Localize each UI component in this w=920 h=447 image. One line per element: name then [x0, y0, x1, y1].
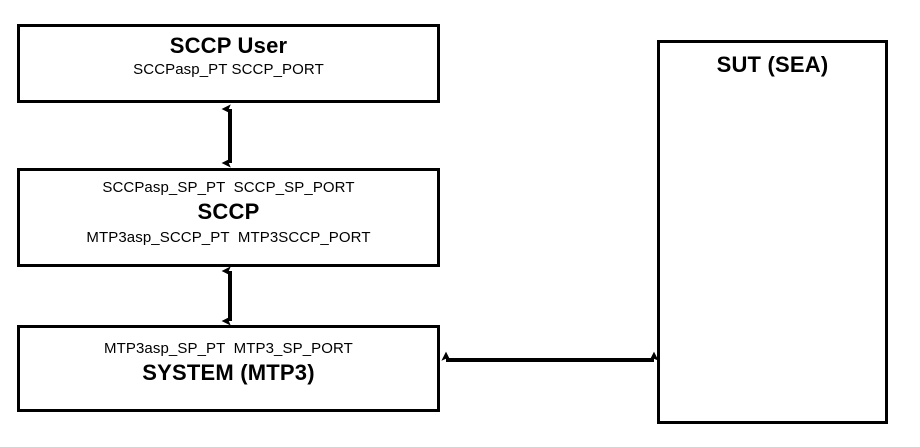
box-sccp-user-ports-label: SCCPasp_PT SCCP_PORT [133, 61, 324, 78]
box-sccp-lower-ports-label: MTP3asp_SCCP_PT MTP3SCCP_PORT [86, 229, 371, 246]
box-sccp-title: SCCP [197, 199, 260, 224]
box-system-mtp3-title: SYSTEM (MTP3) [142, 360, 315, 385]
box-sut[interactable]: SUT (SEA) [657, 40, 888, 424]
box-system-mtp3[interactable]: MTP3asp_SP_PT MTP3_SP_PORT SYSTEM (MTP3) [17, 325, 440, 412]
box-system-mtp3-ports-label: MTP3asp_SP_PT MTP3_SP_PORT [104, 340, 353, 357]
box-sut-title: SUT (SEA) [716, 52, 829, 77]
connector-system-mtp3-to-sut [441, 351, 659, 362]
connector-sccp-to-system-mtp3 [221, 266, 232, 326]
box-sccp-user[interactable]: SCCP User SCCPasp_PT SCCP_PORT [17, 24, 440, 103]
box-sccp-upper-ports-label: SCCPasp_SP_PT SCCP_SP_PORT [102, 179, 355, 196]
box-sccp-user-title: SCCP User [169, 33, 288, 58]
connector-sccp-user-to-sccp [221, 104, 232, 168]
box-sccp[interactable]: SCCPasp_SP_PT SCCP_SP_PORT SCCP MTP3asp_… [17, 168, 440, 267]
